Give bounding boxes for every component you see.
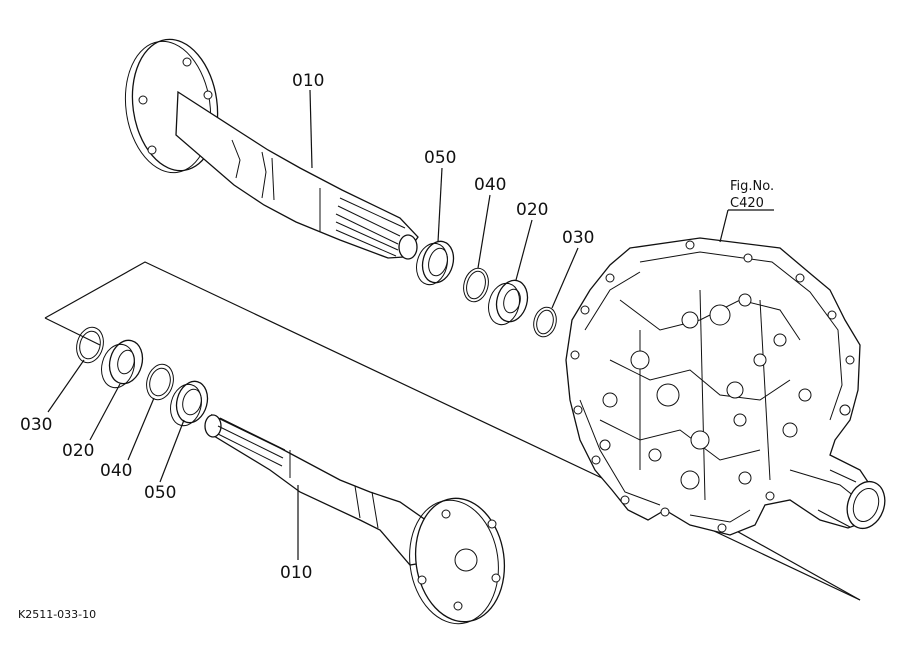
lower-oil-seal xyxy=(170,380,209,427)
upper-axle-shaft xyxy=(124,38,419,260)
lower-axle-shaft xyxy=(204,413,506,625)
upper-circlip xyxy=(533,306,557,338)
lower-ball-bearing xyxy=(101,339,144,389)
upper-snap-ring xyxy=(463,267,489,303)
upper-ball-bearing xyxy=(488,279,529,326)
label-bearing-top: 020 xyxy=(516,200,548,220)
leader-lines xyxy=(47,89,774,560)
drawing-code: K2511-033-10 xyxy=(18,608,96,621)
label-bearing-bottom: 020 xyxy=(62,441,94,461)
label-seal-top: 050 xyxy=(424,148,456,168)
figure-ref-line1: Fig.No. xyxy=(730,179,774,194)
lower-circlip xyxy=(76,326,104,364)
upper-oil-seal xyxy=(416,240,455,286)
figure-reference: Fig.No. C420 xyxy=(730,179,774,211)
label-shaft-top: 010 xyxy=(292,71,324,91)
label-seal-bottom: 050 xyxy=(144,483,176,503)
label-snap-ring-bottom: 040 xyxy=(100,461,132,481)
transmission-housing xyxy=(565,237,886,536)
label-circlip-bottom: 030 xyxy=(20,415,52,435)
label-circlip-top: 030 xyxy=(562,228,594,248)
lower-snap-ring xyxy=(146,363,174,401)
part-labels: 010 050 040 020 030 030 020 040 050 010 xyxy=(20,71,594,583)
figure-ref-line2: C420 xyxy=(730,196,764,211)
label-shaft-bottom: 010 xyxy=(280,563,312,583)
label-snap-ring-top: 040 xyxy=(474,175,506,195)
